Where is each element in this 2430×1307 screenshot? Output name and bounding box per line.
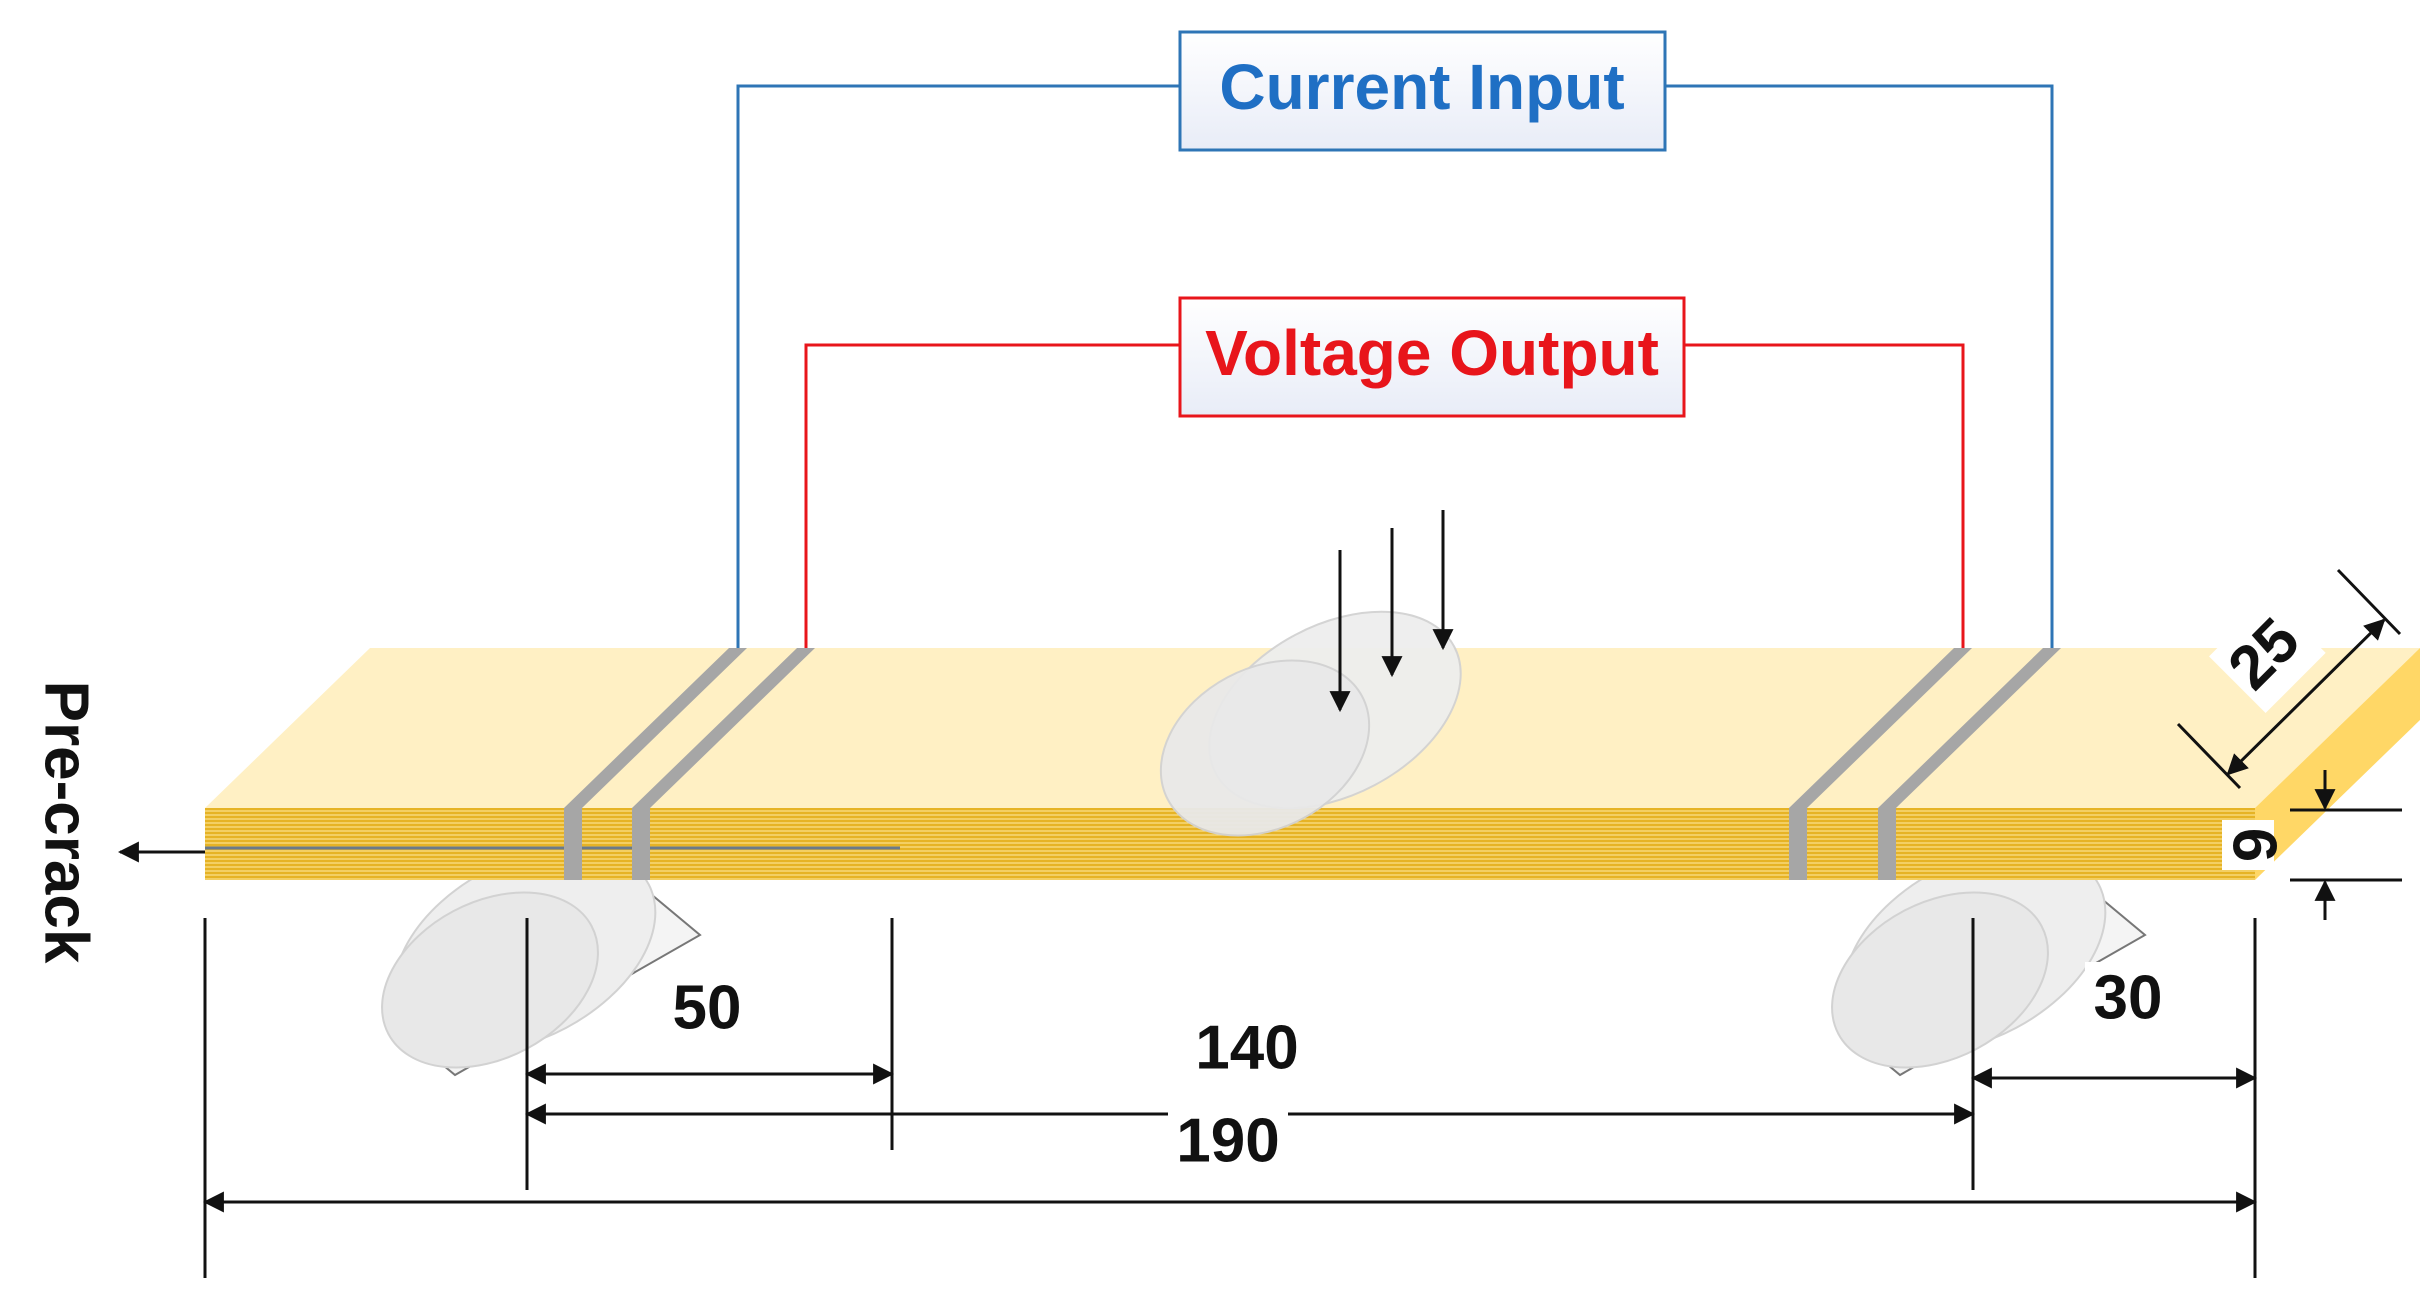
current-wire — [736, 84, 1180, 648]
pre-crack-label: Pre-crack — [32, 681, 101, 964]
electrode-current-left-side — [564, 808, 582, 880]
pre-crack-annotation: Pre-crack — [32, 681, 205, 964]
dimension-labels: 50 140 190 30 25 6 — [662, 596, 2326, 1180]
electrode-voltage-left-side — [632, 808, 650, 880]
extension-line — [2176, 722, 2242, 790]
specimen-side-face — [205, 808, 2255, 880]
load-arrows — [1329, 510, 1454, 713]
dimension-190-label: 190 — [1176, 1106, 1279, 1175]
voltage-wire — [804, 343, 1180, 648]
voltage-wire — [1684, 343, 1965, 648]
left-support-roller — [381, 847, 702, 1077]
electrode-current-left — [564, 648, 747, 808]
voltage-output-label: Voltage Output — [1205, 317, 1659, 389]
dimension-arrow-icon — [2226, 618, 2386, 776]
current-wire — [1665, 84, 2054, 648]
current-circuit: Current Input — [736, 30, 2054, 648]
voltage-circuit: Voltage Output — [804, 296, 1965, 648]
extension-line — [2336, 568, 2402, 636]
electrode-voltage-left — [632, 648, 815, 808]
electrode-current-right-side — [1878, 808, 1896, 880]
dimension-6-label: 6 — [2220, 828, 2289, 862]
voltage-output-box — [1178, 296, 1686, 418]
electrode-voltage-right-side — [1789, 808, 1807, 880]
electrodes — [564, 648, 2061, 880]
current-input-label: Current Input — [1219, 51, 1624, 123]
electrode-current-right — [1878, 648, 2061, 808]
dimension-30-label: 30 — [2094, 963, 2163, 1032]
electrode-voltage-right — [1789, 648, 1972, 808]
dimension-140-label: 140 — [1195, 1013, 1298, 1082]
current-input-box — [1178, 30, 1667, 152]
dimension-50-label: 50 — [673, 973, 742, 1042]
